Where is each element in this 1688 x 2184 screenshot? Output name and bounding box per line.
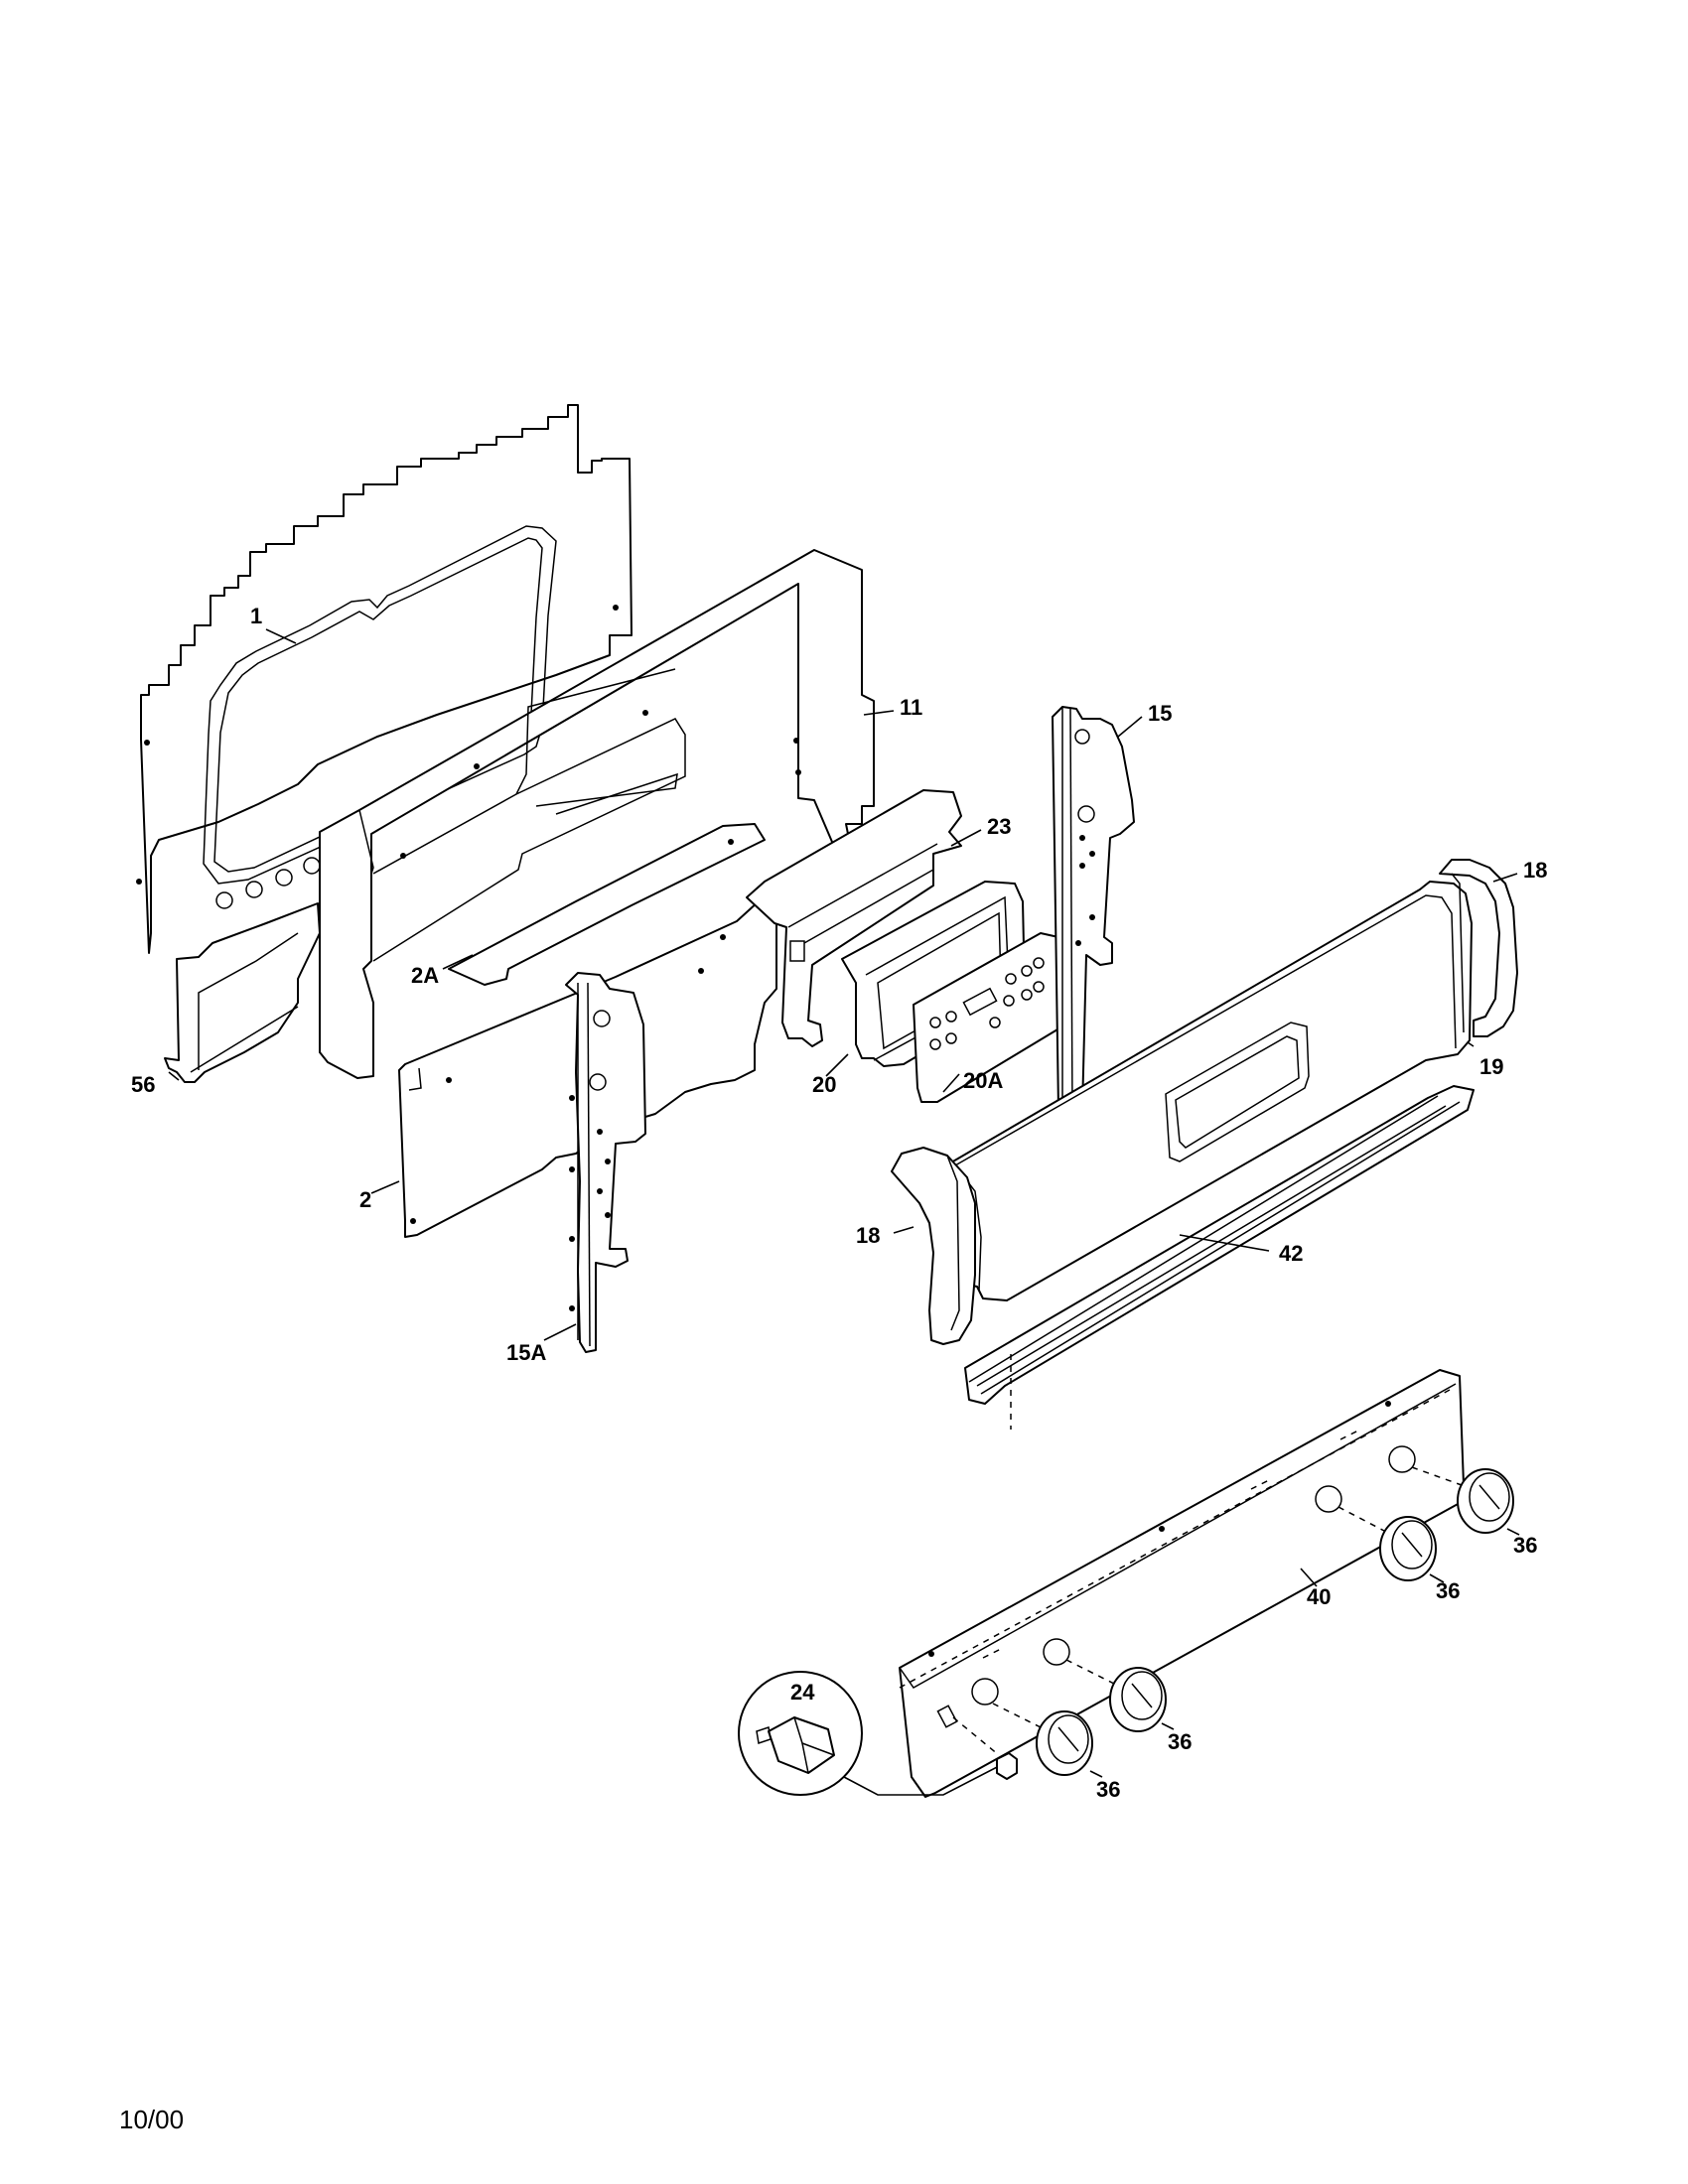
knob-36-a xyxy=(992,1703,1093,1776)
label-part-2a: 2A xyxy=(411,963,439,988)
label-part-24: 24 xyxy=(790,1680,815,1705)
revision-date: 10/00 xyxy=(119,2105,185,2134)
label-part-36-c: 36 xyxy=(1436,1578,1460,1603)
part-18-left-end-cap xyxy=(891,1147,976,1345)
part-23-mount-bracket xyxy=(746,789,962,1047)
label-part-18-left: 18 xyxy=(856,1223,880,1248)
knob-36-d xyxy=(1411,1466,1514,1534)
part-20-control-board xyxy=(841,881,1026,1067)
label-part-19: 19 xyxy=(1479,1054,1503,1079)
label-part-42: 42 xyxy=(1279,1241,1303,1266)
part-11-frame xyxy=(319,549,875,1079)
label-part-20a: 20A xyxy=(963,1068,1003,1093)
label-part-18-right: 18 xyxy=(1523,858,1547,883)
part-15a-bracket xyxy=(565,972,646,1353)
label-part-23: 23 xyxy=(987,814,1011,839)
knob-36-c xyxy=(1337,1506,1437,1581)
label-part-56: 56 xyxy=(131,1072,155,1097)
label-part-15: 15 xyxy=(1148,701,1172,726)
part-15-bracket xyxy=(1052,706,1135,1117)
part-2a-strip xyxy=(448,823,766,986)
part-42-trim xyxy=(964,1085,1475,1430)
part-56-bracket xyxy=(164,902,321,1083)
label-part-36-b: 36 xyxy=(1168,1729,1192,1754)
part-24-switch xyxy=(738,1671,1018,1796)
label-part-36-a: 36 xyxy=(1096,1777,1120,1802)
label-part-36-d: 36 xyxy=(1513,1533,1537,1558)
label-part-2: 2 xyxy=(359,1187,371,1212)
label-part-40: 40 xyxy=(1307,1584,1331,1609)
label-part-15a: 15A xyxy=(506,1340,546,1365)
part-18-right-end-cap xyxy=(1439,859,1518,1037)
label-part-20: 20 xyxy=(812,1072,836,1097)
part-1-rear-panel xyxy=(136,404,633,954)
label-part-11: 11 xyxy=(900,695,922,720)
label-part-1: 1 xyxy=(250,604,262,628)
knob-36-b xyxy=(1065,1659,1167,1732)
leader-lines xyxy=(168,628,1520,1778)
